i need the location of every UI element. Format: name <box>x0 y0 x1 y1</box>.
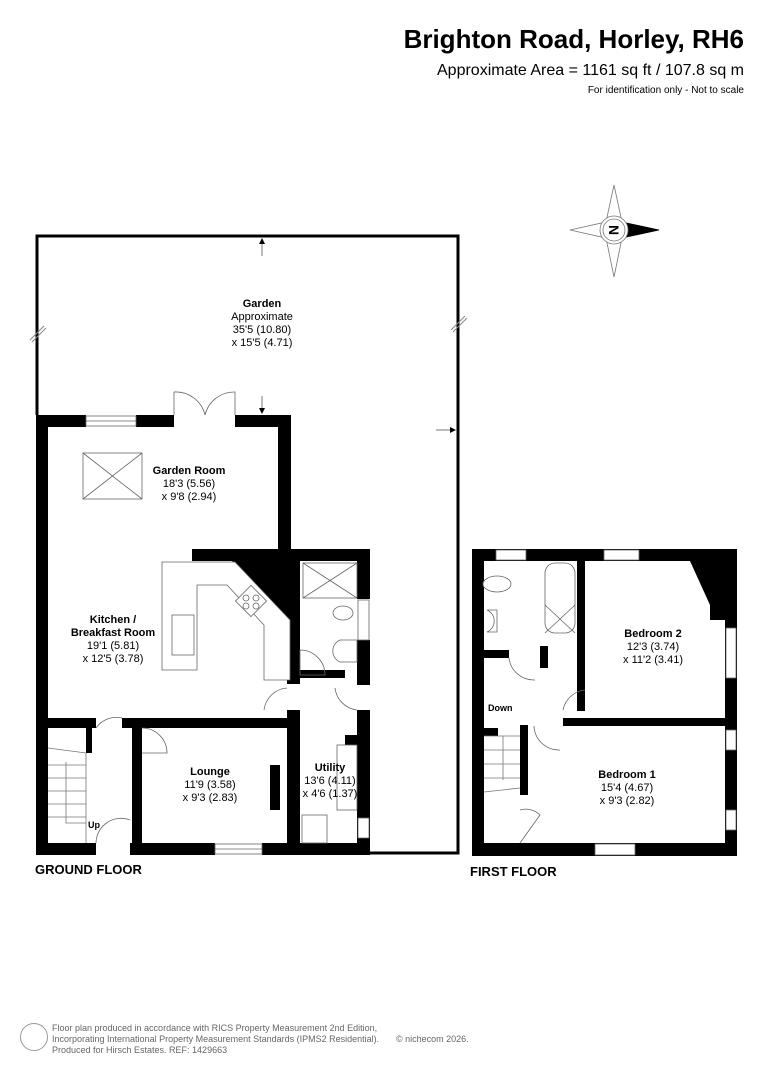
copyright: © nichecom 2026. <box>396 1034 469 1044</box>
ground-floor-walls <box>36 415 370 855</box>
garden-boundary <box>29 234 468 855</box>
ground-floor-fixtures <box>47 391 370 855</box>
room-label-garden: Garden Approximate 35'5 (10.80) x 15'5 (… <box>231 298 293 349</box>
room-label-kitchen: Kitchen / Breakfast Room 19'1 (5.81) x 1… <box>70 614 156 665</box>
stairs-up-label: Up <box>88 820 100 830</box>
first-floor-fixtures <box>482 549 737 856</box>
first-floor-label: FIRST FLOOR <box>470 864 557 879</box>
room-label-bedroom-1: Bedroom 1 15'4 (4.67) x 9'3 (2.82) <box>598 769 656 807</box>
north-compass-icon: N <box>569 184 660 278</box>
approximate-area: Approximate Area = 1161 sq ft / 107.8 sq… <box>437 62 744 79</box>
person-info-icon <box>20 1023 48 1051</box>
ground-floor-label: GROUND FLOOR <box>35 862 142 877</box>
room-label-utility: Utility 13'6 (4.11) x 4'6 (1.37) <box>302 762 358 800</box>
room-label-bedroom-2: Bedroom 2 12'3 (3.74) x 11'2 (3.41) <box>623 628 683 666</box>
stairs-down-label: Down <box>488 703 513 713</box>
footer-disclaimer: Floor plan produced in accordance with R… <box>52 1023 469 1055</box>
room-label-garden-room: Garden Room 18'3 (5.56) x 9'8 (2.94) <box>152 465 226 503</box>
property-title: Brighton Road, Horley, RH6 <box>403 24 744 54</box>
scale-note: For identification only - Not to scale <box>587 85 744 96</box>
room-label-lounge: Lounge 11'9 (3.58) x 9'3 (2.83) <box>182 766 238 804</box>
svg-text:N: N <box>606 225 622 235</box>
